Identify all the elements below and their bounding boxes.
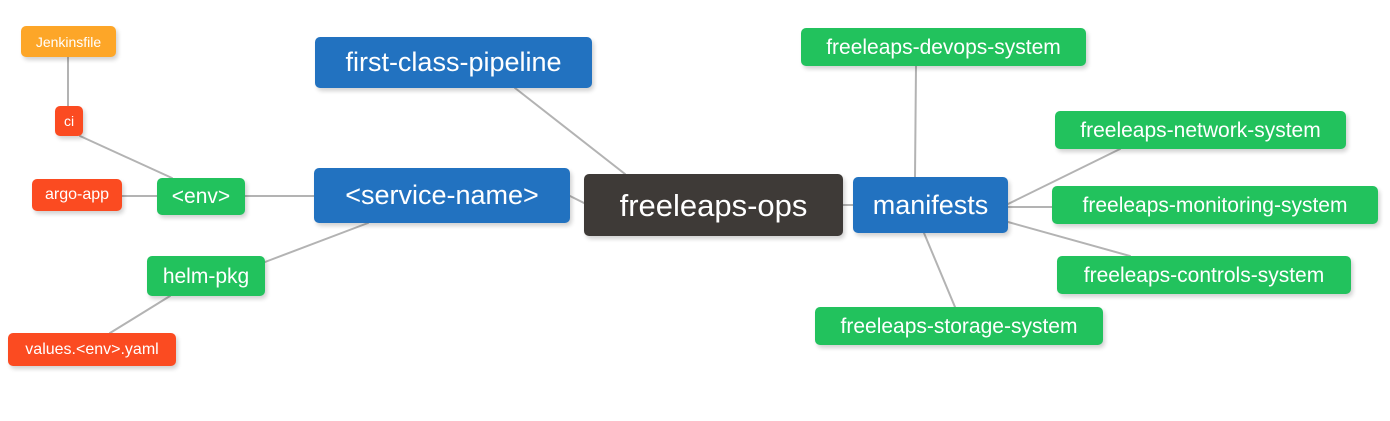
node-label-values-yaml: values.<env>.yaml <box>25 340 159 358</box>
node-label-ci: ci <box>63 113 75 129</box>
node-label-helm-pkg: helm-pkg <box>162 264 250 288</box>
node-label-freeleaps-devops-system: freeleaps-devops-system <box>826 35 1061 59</box>
mindmap-node-values-yaml[interactable]: values.<env>.yaml <box>8 333 176 366</box>
mindmap-node-service-name[interactable]: <service-name> <box>314 168 570 223</box>
node-label-env: <env> <box>171 185 231 208</box>
node-label-freeleaps-ops: freeleaps-ops <box>619 187 808 223</box>
mindmap-node-ci[interactable]: ci <box>55 106 83 136</box>
node-label-service-name: <service-name> <box>345 180 539 210</box>
node-label-freeleaps-monitoring-system: freeleaps-monitoring-system <box>1082 193 1348 217</box>
mindmap-node-freeleaps-devops-system[interactable]: freeleaps-devops-system <box>801 28 1086 66</box>
mindmap-node-argo-app[interactable]: argo-app <box>32 179 122 211</box>
node-label-freeleaps-controls-system: freeleaps-controls-system <box>1083 263 1325 287</box>
node-label-argo-app: argo-app <box>44 186 110 203</box>
mindmap-node-freeleaps-network-system[interactable]: freeleaps-network-system <box>1055 111 1346 149</box>
node-label-freeleaps-network-system: freeleaps-network-system <box>1080 118 1321 142</box>
mindmap-node-jenkinsfile[interactable]: Jenkinsfile <box>21 26 116 57</box>
mindmap-node-freeleaps-storage-system[interactable]: freeleaps-storage-system <box>815 307 1103 345</box>
mindmap-node-freeleaps-ops[interactable]: freeleaps-ops <box>584 174 843 236</box>
node-label-jenkinsfile: Jenkinsfile <box>35 33 102 50</box>
node-label-freeleaps-storage-system: freeleaps-storage-system <box>840 314 1078 338</box>
node-label-manifests: manifests <box>872 189 989 220</box>
mindmap-node-freeleaps-controls-system[interactable]: freeleaps-controls-system <box>1057 256 1351 294</box>
mindmap-node-env[interactable]: <env> <box>157 178 245 215</box>
mindmap-node-first-class-pipeline[interactable]: first-class-pipeline <box>315 37 592 88</box>
mindmap-node-freeleaps-monitoring-system[interactable]: freeleaps-monitoring-system <box>1052 186 1378 224</box>
node-label-first-class-pipeline: first-class-pipeline <box>345 47 562 77</box>
mindmap-node-helm-pkg[interactable]: helm-pkg <box>147 256 265 296</box>
mindmap-node-manifests[interactable]: manifests <box>853 177 1008 233</box>
